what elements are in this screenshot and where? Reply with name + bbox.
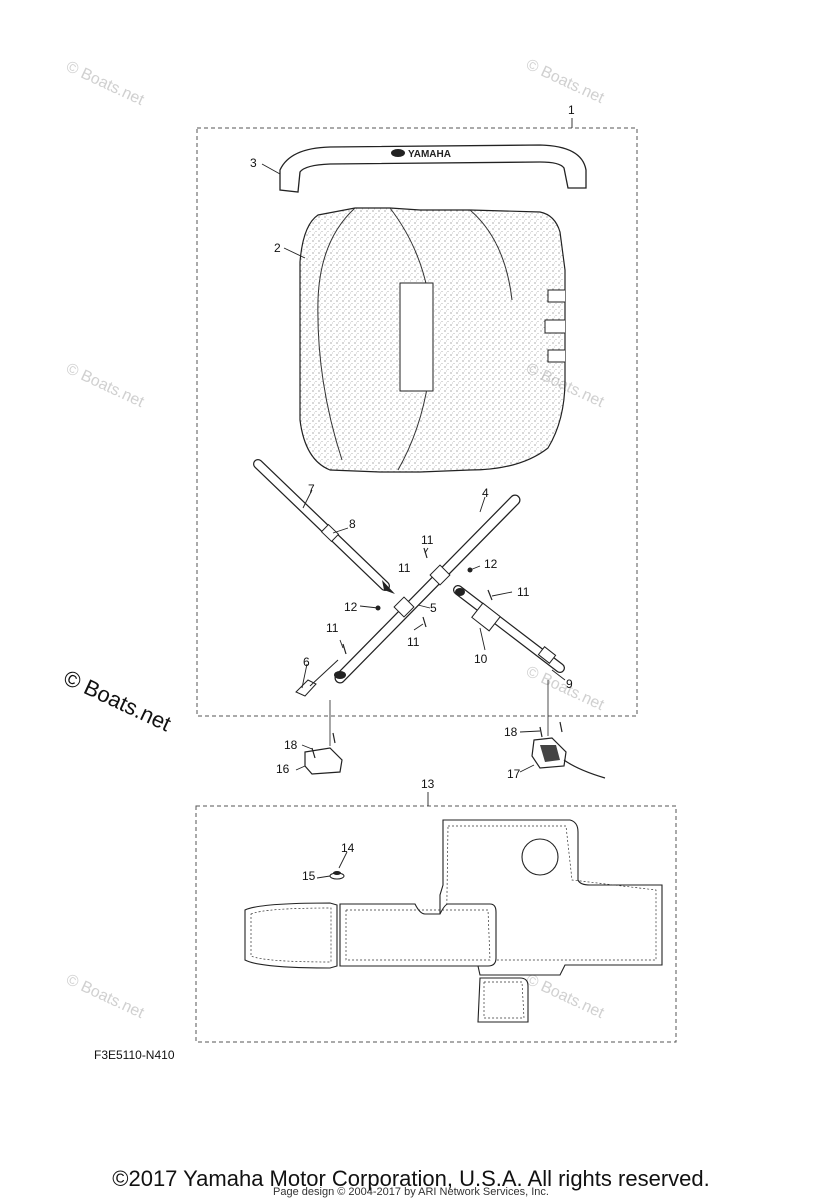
small-screws <box>342 547 493 655</box>
bracket-17 <box>531 680 606 779</box>
fastener-14 <box>329 871 345 880</box>
callout-18: 18 <box>284 738 298 752</box>
callout-11: 11 <box>407 635 420 649</box>
yamaha-logo-text: YAMAHA <box>408 149 451 160</box>
diagram-code: F3E5110-N410 <box>94 1048 175 1062</box>
watermark: © Boats.net <box>63 58 147 109</box>
callout-17: 17 <box>507 767 521 781</box>
rod-4 <box>334 494 521 684</box>
callout-13: 13 <box>421 777 435 791</box>
callout-9: 9 <box>566 677 573 691</box>
callout-11: 11 <box>326 621 339 635</box>
assembly-box-1 <box>196 127 638 717</box>
leader-lines <box>261 118 573 879</box>
callout-5: 5 <box>430 601 437 615</box>
callout-1: 1 <box>568 103 575 117</box>
watermark: © Boats.net <box>523 971 607 1022</box>
callout-12: 12 <box>484 557 498 571</box>
callout-7: 7 <box>308 482 315 496</box>
callout-11: 11 <box>517 585 530 599</box>
watermark: © Boats.net <box>63 360 147 411</box>
callouts: 1 2 3 4 5 6 7 8 9 10 11 11 11 11 11 12 1… <box>250 103 575 883</box>
handle-bar: YAMAHA <box>279 144 587 193</box>
clip-6 <box>295 659 339 697</box>
logo-emblem-icon <box>391 149 405 157</box>
rod-7 <box>253 459 395 594</box>
callout-3: 3 <box>250 156 257 170</box>
assembly-box-13 <box>195 805 677 1043</box>
bracket-16 <box>304 700 343 775</box>
watermark: © Boats.net <box>63 971 147 1022</box>
callout-11: 11 <box>398 561 411 575</box>
seat-cover <box>299 207 566 473</box>
callout-2: 2 <box>274 241 281 255</box>
callout-11: 11 <box>421 533 434 547</box>
watermark: © Boats.net <box>523 56 607 107</box>
callout-6: 6 <box>303 655 310 669</box>
watermark: © Boats.net <box>60 665 175 736</box>
callout-14: 14 <box>341 841 355 855</box>
rod-9 <box>453 585 565 673</box>
callout-8: 8 <box>349 517 356 531</box>
callout-15: 15 <box>302 869 316 883</box>
callout-18: 18 <box>504 725 518 739</box>
callout-4: 4 <box>482 486 489 500</box>
callout-10: 10 <box>474 652 488 666</box>
copyright-line: ©2017 Yamaha Motor Corporation, U.S.A. A… <box>112 1166 709 1191</box>
credit-line: Page design © 2004-2017 by ARI Network S… <box>273 1186 549 1198</box>
callout-16: 16 <box>276 762 290 776</box>
mat-set <box>244 819 663 1023</box>
callout-12: 12 <box>344 600 358 614</box>
